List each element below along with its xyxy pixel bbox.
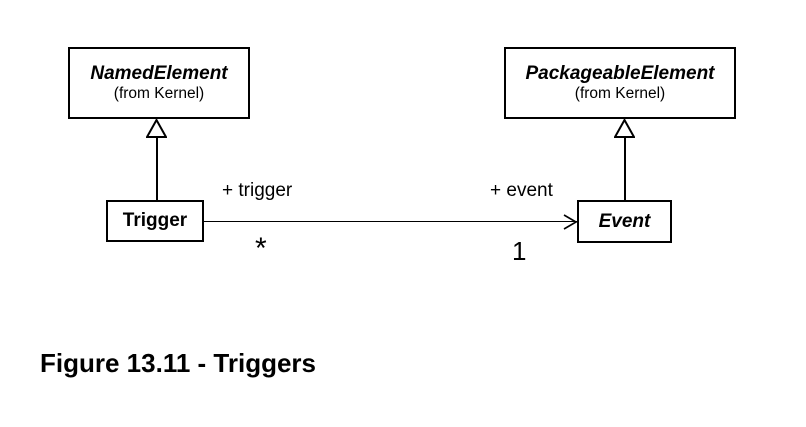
generalization-line-trigger	[156, 136, 158, 200]
association-role-event: + event	[490, 180, 553, 201]
class-box-namedelement: NamedElement (from Kernel)	[68, 47, 250, 119]
class-name-namedelement: NamedElement	[90, 63, 228, 85]
class-name-event: Event	[598, 210, 651, 232]
figure-caption: Figure 13.11 - Triggers	[40, 348, 316, 378]
association-multiplicity-event: 1	[512, 236, 527, 266]
class-box-trigger: Trigger	[106, 200, 204, 242]
open-arrowhead-icon	[561, 213, 578, 231]
class-name-packageableelement: PackageableElement	[525, 63, 715, 85]
class-package-packageableelement: (from Kernel)	[574, 85, 666, 103]
association-line	[204, 221, 577, 222]
class-box-packageableelement: PackageableElement (from Kernel)	[504, 47, 736, 119]
class-name-trigger: Trigger	[122, 210, 188, 232]
association-multiplicity-trigger: *	[255, 232, 267, 265]
class-box-event: Event	[577, 200, 672, 243]
class-package-namedelement: (from Kernel)	[113, 85, 205, 103]
generalization-line-event	[624, 136, 626, 200]
association-role-trigger: + trigger	[222, 180, 293, 201]
